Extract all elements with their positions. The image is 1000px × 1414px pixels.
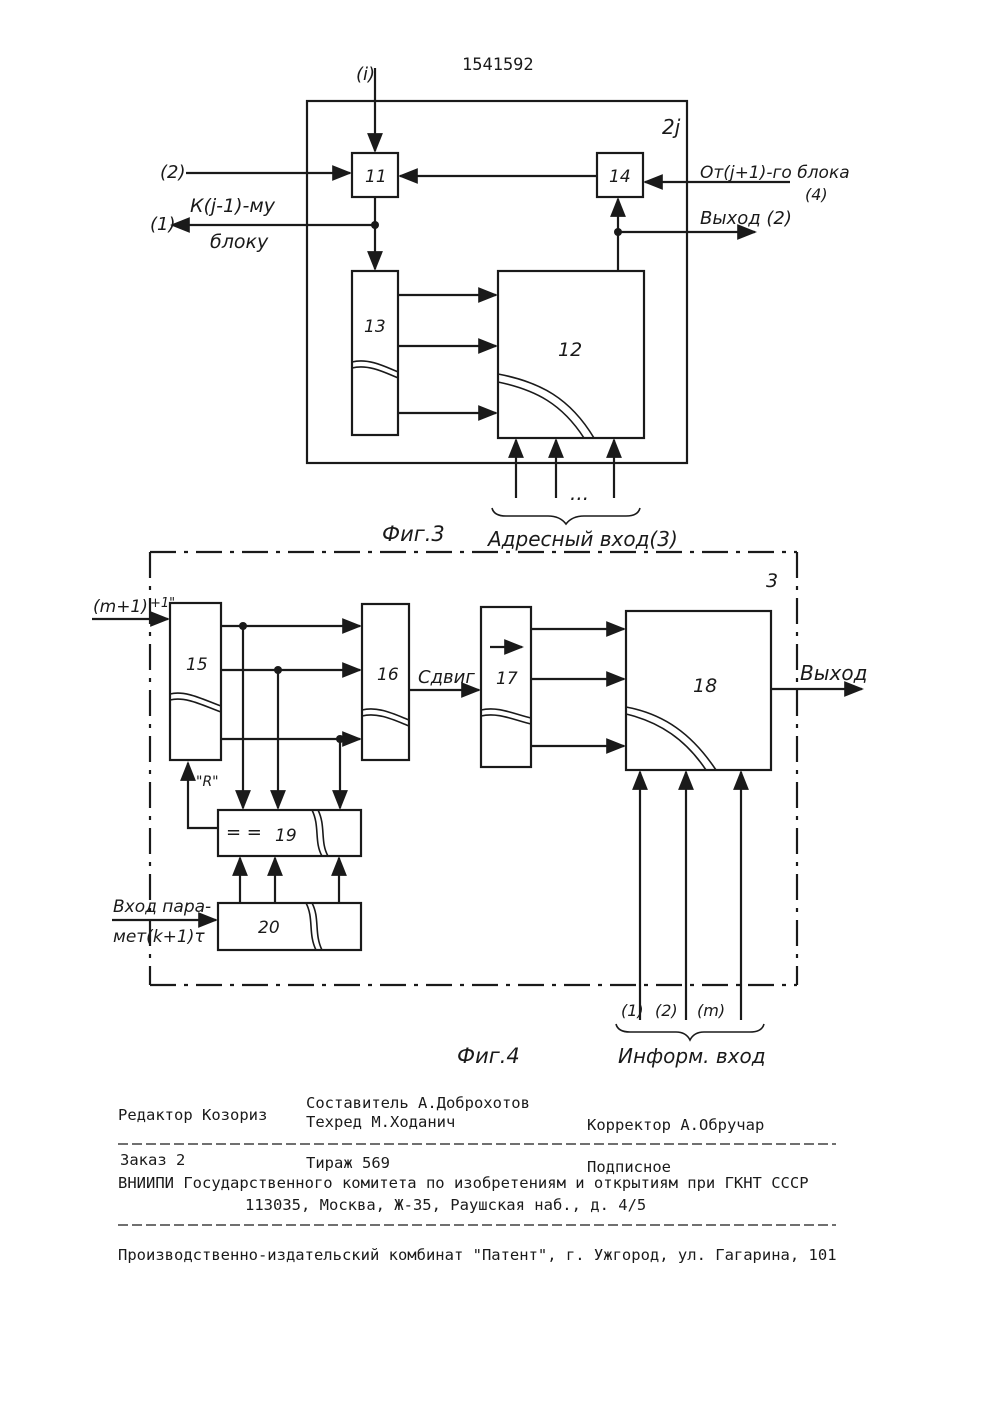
fig3-address-input-label: Адресный вход(3) xyxy=(486,527,678,551)
block-18-label: 18 xyxy=(693,675,717,697)
fig3-caption: Фиг.3 xyxy=(382,522,445,546)
fig4-info-input-m: (m) xyxy=(697,1001,725,1020)
fig3-to-prev-line2: блоку xyxy=(210,231,269,253)
colophon-production: Производственно-издательский комбинат "П… xyxy=(118,1246,837,1264)
colophon: Составитель А.Доброхотов Редактор Козори… xyxy=(118,1094,837,1264)
colophon-compiler: Составитель А.Доброхотов xyxy=(306,1094,530,1112)
block-14-label: 14 xyxy=(609,167,631,187)
fig4-param-line1: Вход пара- xyxy=(113,897,211,917)
fig3-output-label: Выход (2) xyxy=(700,208,792,229)
patent-number: 1541592 xyxy=(462,55,534,75)
fig4-shift-label: Сдвиг xyxy=(418,667,475,688)
block-13-label: 13 xyxy=(364,317,386,337)
fig3-diagram: 2j 11 14 13 12 (i) (2) От(j+1)-го блока … xyxy=(150,64,850,551)
fig3-input-2: (2) xyxy=(160,162,186,183)
fig4-info-input-1: (1) xyxy=(621,1001,644,1020)
fig3-from-next-label: От(j+1)-го блока xyxy=(700,163,850,183)
colophon-corrector: Корректор А.Обручар xyxy=(587,1116,764,1134)
fig3-input-i: (i) xyxy=(356,64,375,85)
fig4-param-line2: мет(k+1)τ xyxy=(113,927,205,947)
block-11-label: 11 xyxy=(365,167,387,187)
fig4-info-brace xyxy=(616,1024,764,1040)
colophon-address: 113035, Москва, Ж-35, Раушская наб., д. … xyxy=(245,1196,646,1214)
block-20-label: 20 xyxy=(258,918,280,938)
fig4-input-m1: (m+1) xyxy=(93,597,148,617)
fig3-to-prev-line1: К(j-1)-му xyxy=(190,195,276,217)
colophon-circulation: Тираж 569 xyxy=(306,1154,390,1172)
fig4-plus1-label: +1" xyxy=(150,596,175,611)
fig4-block-label: 3 xyxy=(766,570,778,592)
fig4-reset-label: "R" xyxy=(196,774,219,790)
fig4-info-input-2: (2) xyxy=(655,1001,678,1020)
block-16-label: 16 xyxy=(377,665,399,685)
colophon-order: Заказ 2 xyxy=(120,1151,185,1169)
block-20 xyxy=(218,903,361,950)
fig3-address-brace xyxy=(492,508,640,524)
fig4-info-input-label: Информ. вход xyxy=(618,1044,766,1068)
colophon-vniipi: ВНИИПИ Государственного комитета по изоб… xyxy=(118,1174,809,1192)
fig3-input-4: (4) xyxy=(805,185,828,204)
block-13 xyxy=(352,271,398,435)
block-12-label: 12 xyxy=(558,339,582,361)
fig3-address-dots: ... xyxy=(570,481,589,505)
colophon-editor: Редактор Козориз xyxy=(118,1106,267,1124)
block-19-label: 19 xyxy=(275,826,297,846)
block-17-label: 17 xyxy=(496,669,518,689)
colophon-techred: Техред М.Ходанич xyxy=(306,1113,455,1131)
fig4-diagram: 3 15 16 17 18 = = 19 20 (m+1) +1 xyxy=(92,552,867,1068)
fig3-output-1: (1) xyxy=(150,214,176,235)
block-15-label: 15 xyxy=(186,655,208,675)
fig4-caption: Фиг.4 xyxy=(457,1044,520,1068)
block-15 xyxy=(170,603,221,760)
fig4-output-label: Выход xyxy=(800,661,867,685)
fig3-block-label: 2j xyxy=(662,115,681,139)
block-19-comparator-sign: = = xyxy=(226,822,262,843)
